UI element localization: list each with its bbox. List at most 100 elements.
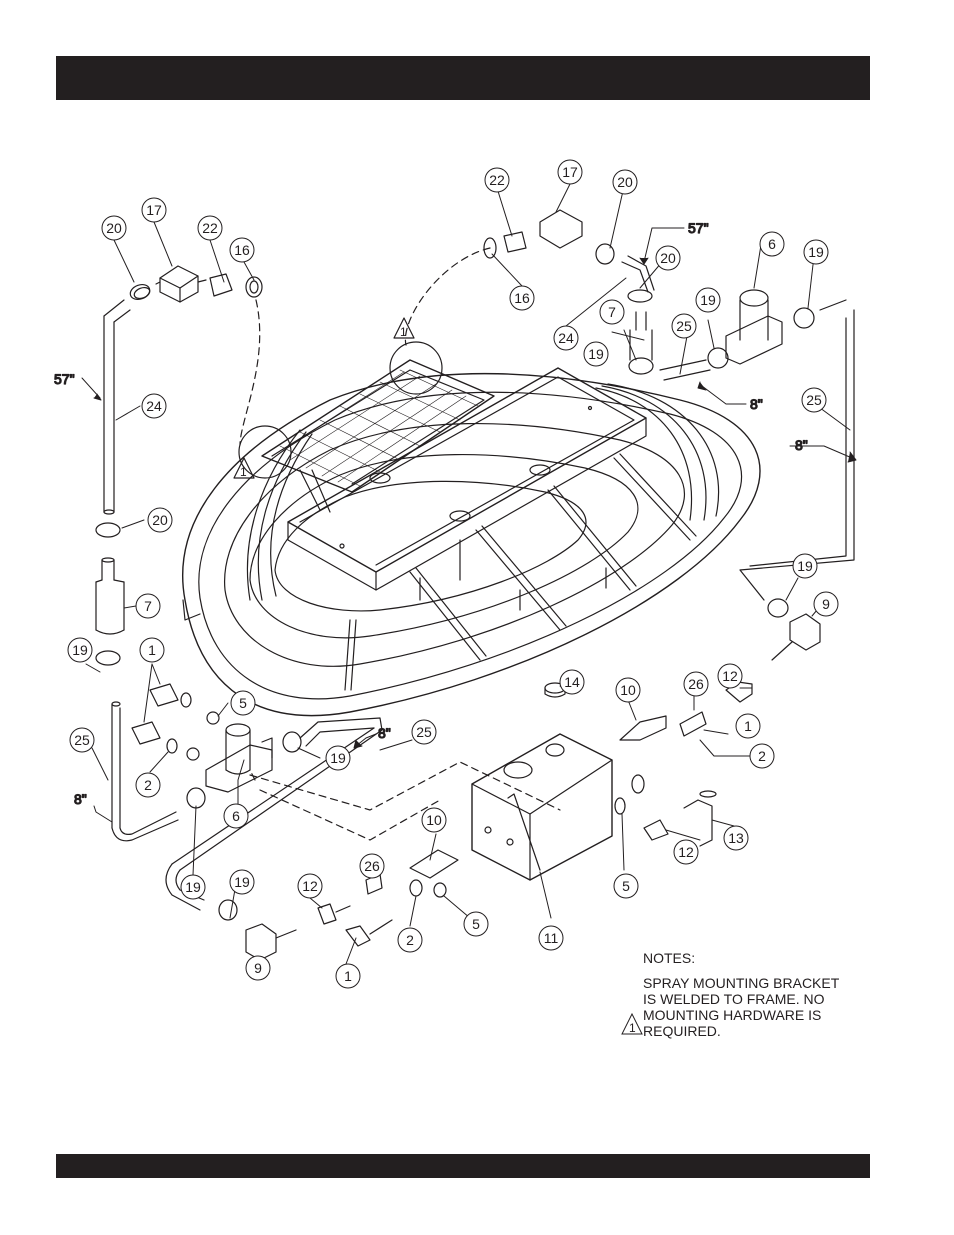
part-callout: 1 bbox=[736, 714, 760, 738]
callout-number: 14 bbox=[564, 674, 580, 690]
dimension-label: 8" bbox=[795, 437, 808, 453]
callout-number: 19 bbox=[330, 750, 346, 766]
part-callout: 19 bbox=[181, 875, 205, 899]
right-fittings bbox=[615, 300, 854, 846]
callout-number: 7 bbox=[144, 598, 152, 614]
callout-number: 19 bbox=[700, 292, 716, 308]
part-callout: 2 bbox=[398, 928, 422, 952]
callout-number: 11 bbox=[544, 930, 559, 946]
callout-number: 5 bbox=[472, 916, 480, 932]
svg-text:1: 1 bbox=[400, 325, 407, 339]
part-callout: 5 bbox=[614, 874, 638, 898]
part-callout: 2 bbox=[750, 744, 774, 768]
callout-number: 17 bbox=[146, 202, 162, 218]
callout-number: 2 bbox=[144, 777, 152, 793]
callout-number: 26 bbox=[688, 676, 704, 692]
callout-number: 16 bbox=[514, 290, 530, 306]
part-callout: 16 bbox=[510, 286, 534, 310]
callout-number: 22 bbox=[202, 220, 218, 236]
part-callout: 19 bbox=[793, 554, 817, 578]
callout-number: 6 bbox=[768, 236, 776, 252]
lower-fittings bbox=[318, 850, 458, 946]
callout-number: 20 bbox=[152, 512, 168, 528]
dimension-label: 8" bbox=[74, 791, 87, 807]
callout-number: 5 bbox=[239, 695, 247, 711]
callout-number: 13 bbox=[728, 830, 744, 846]
part-callout: 5 bbox=[464, 912, 488, 936]
callout-number: 5 bbox=[622, 878, 630, 894]
callout-number: 12 bbox=[302, 878, 318, 894]
notes-block: NOTES: SPRAY MOUNTING BRACKET IS WELDED … bbox=[643, 950, 873, 1039]
part-callout: 22 bbox=[198, 216, 222, 240]
svg-text:1: 1 bbox=[629, 1021, 636, 1035]
dimension-label: 57" bbox=[688, 220, 709, 236]
dimension-label: 57" bbox=[54, 371, 75, 387]
trowel-ring-guard bbox=[183, 374, 760, 716]
part-callout: 10 bbox=[422, 808, 446, 832]
part-callout: 6 bbox=[224, 804, 248, 828]
callout-number: 25 bbox=[74, 732, 90, 748]
part-callout: 13 bbox=[724, 826, 748, 850]
callout-number: 9 bbox=[822, 596, 830, 612]
callout-number: 20 bbox=[106, 220, 122, 236]
part-callout: 19 bbox=[804, 240, 828, 264]
part-callout: 20 bbox=[656, 246, 680, 270]
part-callout: 6 bbox=[760, 232, 784, 256]
callout-number: 9 bbox=[254, 960, 262, 976]
part-callout: 12 bbox=[298, 874, 322, 898]
callout-number: 19 bbox=[72, 642, 88, 658]
part-callout: 10 bbox=[616, 678, 640, 702]
callout-number: 2 bbox=[406, 932, 414, 948]
part-callout: 19 bbox=[230, 870, 254, 894]
hose-bundle bbox=[247, 384, 718, 600]
part-callout: 19 bbox=[326, 746, 350, 770]
warning-markers: 1 1 bbox=[234, 318, 414, 479]
part-callout: 2 bbox=[136, 773, 160, 797]
callout-number: 17 bbox=[562, 164, 578, 180]
callout-number: 19 bbox=[588, 346, 604, 362]
notes-line: IS WELDED TO FRAME. NO bbox=[643, 991, 873, 1007]
part-callout: 25 bbox=[802, 388, 826, 412]
callout-number: 1 bbox=[148, 642, 156, 658]
part-callout: 9 bbox=[814, 592, 838, 616]
part-callout: 1 bbox=[336, 964, 360, 988]
part-callout: 25 bbox=[672, 314, 696, 338]
callout-number: 19 bbox=[808, 244, 824, 260]
callout-number: 6 bbox=[232, 808, 240, 824]
part-callout: 17 bbox=[558, 160, 582, 184]
callout-number: 19 bbox=[185, 879, 201, 895]
callout-number: 22 bbox=[489, 172, 505, 188]
callout-number: 26 bbox=[364, 858, 380, 874]
notes-line: SPRAY MOUNTING BRACKET bbox=[643, 975, 873, 991]
reservoir-tank bbox=[472, 683, 612, 880]
callout-number: 20 bbox=[660, 250, 676, 266]
callout-number: 1 bbox=[744, 718, 752, 734]
callout-number: 12 bbox=[678, 844, 694, 860]
part-callout: 26 bbox=[360, 854, 384, 878]
part-callout: 20 bbox=[148, 508, 172, 532]
part-callout: 12 bbox=[718, 664, 742, 688]
part-callout: 14 bbox=[560, 670, 584, 694]
part-callout: 20 bbox=[613, 170, 637, 194]
callout-number: 10 bbox=[620, 682, 636, 698]
callout-number: 25 bbox=[806, 392, 822, 408]
notes-line: REQUIRED. bbox=[643, 1023, 873, 1039]
part-callout: 24 bbox=[142, 394, 166, 418]
dimension-label: 8" bbox=[378, 725, 391, 741]
notes-line: MOUNTING HARDWARE IS bbox=[643, 1007, 873, 1023]
svg-text:1: 1 bbox=[240, 465, 247, 479]
part-callout: 5 bbox=[231, 691, 255, 715]
callout-number: 20 bbox=[617, 174, 633, 190]
notes-body: SPRAY MOUNTING BRACKET IS WELDED TO FRAM… bbox=[643, 975, 873, 1039]
spray-frame-tray bbox=[288, 368, 646, 590]
part-callout: 1 bbox=[140, 638, 164, 662]
callout-number: 2 bbox=[758, 748, 766, 764]
part-callout: 12 bbox=[674, 840, 698, 864]
callout-number: 24 bbox=[558, 330, 574, 346]
part-callout: 20 bbox=[102, 216, 126, 240]
part-callout: 19 bbox=[68, 638, 92, 662]
callout-number: 25 bbox=[416, 724, 432, 740]
part-callout: 11 bbox=[539, 926, 563, 950]
warning-triangle-icon: 1 bbox=[620, 1012, 644, 1036]
callout-number: 19 bbox=[797, 558, 813, 574]
